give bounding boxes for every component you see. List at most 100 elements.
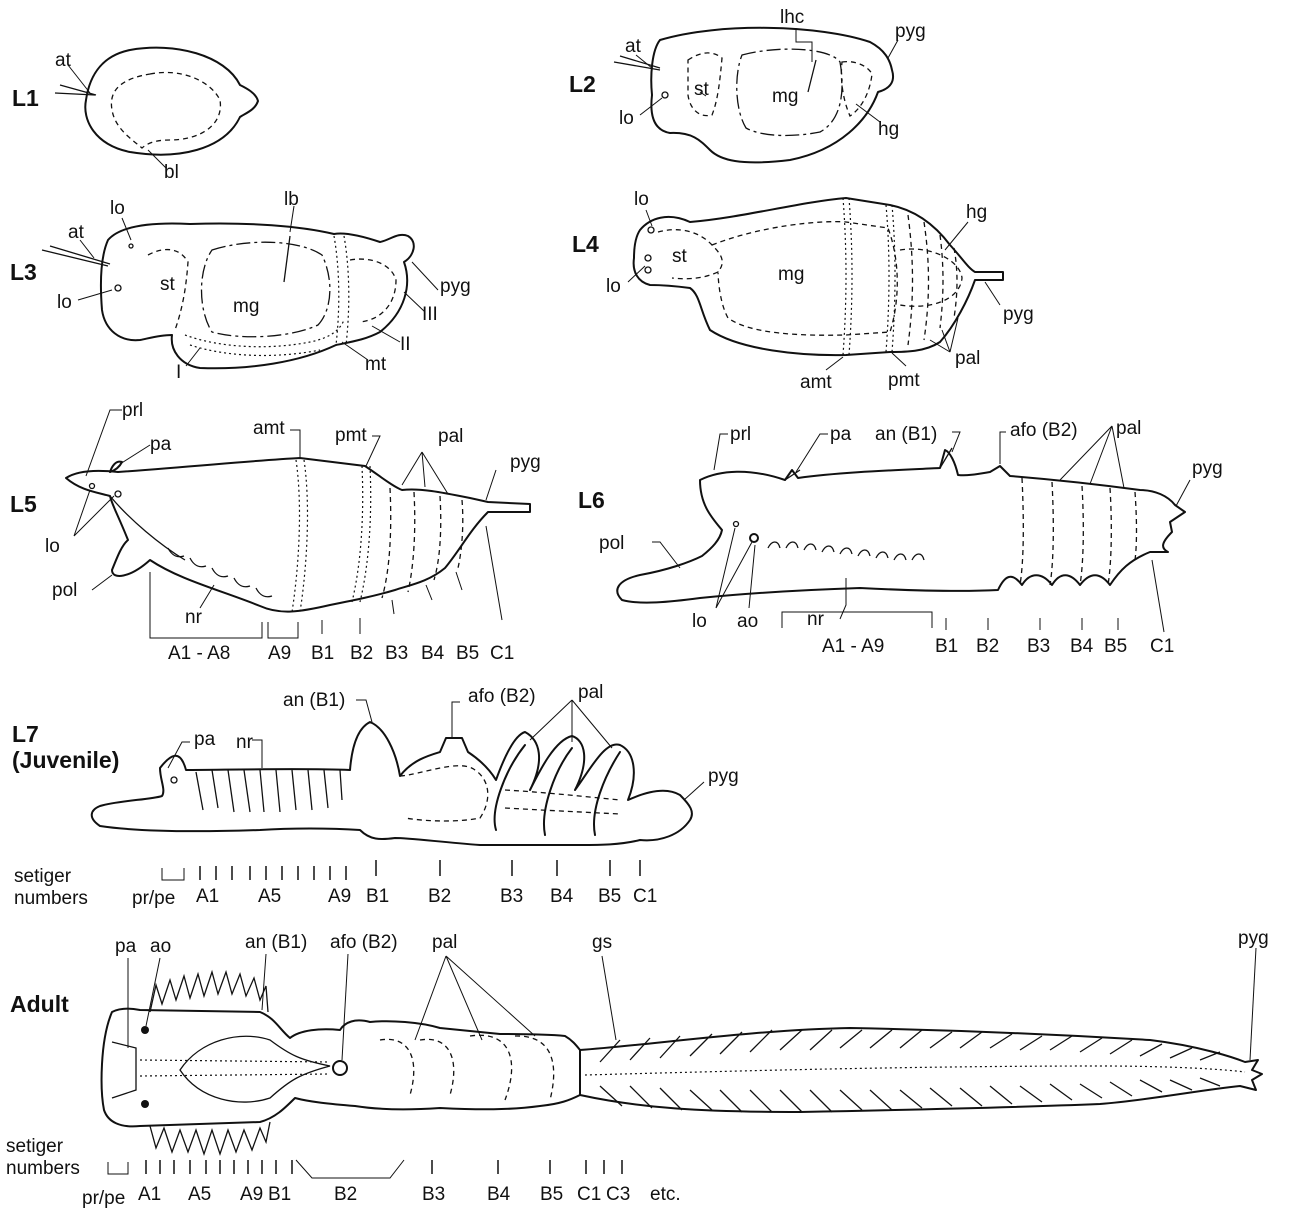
- l5-seg-A9: A9: [268, 643, 291, 664]
- l7-label-an-b1: an (B1): [283, 690, 345, 711]
- adult-leader-pyg: [1250, 948, 1256, 1060]
- l7-setiger-scale: setiger numbers pr/pe A1 A5 A9 B1 B2 B3 …: [14, 860, 657, 909]
- l2-label-at: at: [625, 36, 642, 57]
- l7-seg-B1: B1: [366, 886, 389, 907]
- adult-b2-bracket: [296, 1160, 404, 1178]
- adult-seg-B5: B5: [540, 1184, 563, 1205]
- l7-leader-pa: [168, 742, 190, 768]
- l6-larval-ocellus: [734, 522, 739, 527]
- l6-leader-pa: [796, 434, 828, 472]
- l4-label-st: st: [672, 246, 688, 267]
- l7-seg-pr-pe: pr/pe: [132, 888, 175, 909]
- l6-label-prl: prl: [730, 424, 751, 445]
- adult-seg-A5: A5: [188, 1184, 211, 1205]
- l7-leader-afo: [452, 702, 460, 738]
- l3-label-pyg: pyg: [440, 276, 471, 297]
- l5-seg-B5: B5: [456, 643, 479, 664]
- l6-adult-ocellus: [750, 534, 758, 542]
- l3-label-lo: lo: [57, 292, 72, 313]
- stage-l3: L3 at lo lo st mg lb pyg III II I mt: [10, 189, 471, 383]
- l5-seg-B1: B1: [311, 643, 334, 664]
- stage-adult: Adult pa ao an (B1) afo (B2) pal gs pyg: [10, 928, 1269, 1154]
- l7-label-pal: pal: [578, 682, 603, 703]
- l2-larval-hyaline-chaeta: [808, 60, 816, 92]
- l5-label-pyg: pyg: [510, 452, 541, 473]
- l4-larval-ocellus-1: [648, 227, 654, 233]
- stage-label-l3: L3: [10, 259, 37, 285]
- l6-seg-B3: B3: [1027, 636, 1050, 657]
- l5-label-prl: prl: [122, 400, 143, 421]
- adult-seg-B2: B2: [334, 1184, 357, 1205]
- l7-ocellus: [171, 777, 177, 783]
- l6-seg-B1: B1: [935, 636, 958, 657]
- l3-label-mt: mt: [365, 354, 387, 375]
- l6-label-afo-b2: afo (B2): [1010, 420, 1078, 441]
- l3-leader-I: [186, 348, 200, 366]
- l3-label-at: at: [68, 222, 85, 243]
- l4-leader-pyg: [985, 282, 1000, 305]
- l2-label-mg: mg: [772, 86, 798, 107]
- l3-label-lb: lb: [284, 189, 299, 210]
- adult-gut-head: [140, 1060, 330, 1076]
- l4-label-pyg: pyg: [1003, 304, 1034, 325]
- l5-label-lo: lo: [45, 536, 60, 557]
- l4-label-pmt: pmt: [888, 370, 920, 391]
- l3-larval-ocellus-dorsal: [129, 244, 133, 248]
- l6-label-pal: pal: [1116, 418, 1141, 439]
- l4-midgut: [712, 222, 897, 336]
- adult-seg-C1: C1: [577, 1184, 601, 1205]
- adult-gut-trunk: [585, 1066, 1245, 1075]
- l5-seg-C1: C1: [490, 643, 514, 664]
- l6-leader-afo: [1000, 432, 1006, 464]
- l5-leader-pyg: [486, 470, 496, 500]
- adult-setiger-ticks: [146, 1160, 622, 1174]
- l2-larval-ocellus: [662, 92, 668, 98]
- l5-label-pol: pol: [52, 580, 77, 601]
- stage-l1: L1 at bl: [12, 48, 258, 183]
- l2-label-pyg: pyg: [895, 21, 926, 42]
- stage-label-juvenile: (Juvenile): [12, 747, 119, 773]
- l7-seg-A5: A5: [258, 886, 281, 907]
- l3-metatroch: [334, 236, 349, 345]
- l4-hindgut: [900, 249, 962, 306]
- l4-larval-ocellus-3: [645, 267, 651, 273]
- l7-seg-B3: B3: [500, 886, 523, 907]
- l6-leader-nr: [840, 578, 846, 619]
- l5-segment-ticks: [322, 526, 502, 634]
- l7-parapodial-lobes: [495, 745, 620, 835]
- l6-palp: [785, 448, 952, 480]
- adult-prostomium-lines: [112, 1042, 136, 1098]
- l7-parapodia-lines: [505, 790, 620, 814]
- l7-leader-pyg: [684, 782, 704, 800]
- l7-seg-A9: A9: [328, 886, 351, 907]
- adult-pharynx: [180, 1036, 330, 1102]
- l6-leader-ao: [749, 545, 755, 608]
- stage-label-l7: L7: [12, 721, 39, 747]
- l5-palp: [110, 462, 122, 472]
- adult-chaetae-upper: [600, 1030, 1220, 1062]
- l3-midgut: [202, 242, 330, 337]
- adult-numbers-word: numbers: [6, 1158, 80, 1179]
- l7-leader-pal: [530, 700, 612, 748]
- l5-seg-B3: B3: [385, 643, 408, 664]
- l3-label-mg: mg: [233, 296, 259, 317]
- adult-ocellus-ventral: [141, 1100, 149, 1108]
- l3-label-st: st: [160, 274, 176, 295]
- l6-seg-A1-A9: A1 - A9: [822, 636, 884, 657]
- l7-leader-nr: [252, 740, 262, 768]
- adult-label-pyg: pyg: [1238, 928, 1269, 949]
- adult-leader-pal: [415, 956, 535, 1040]
- adult-head-outline: [102, 1009, 580, 1127]
- l3-label-III: III: [422, 304, 438, 325]
- adult-seg-pr-pe: pr/pe: [82, 1188, 125, 1209]
- adult-seg-C3: C3: [606, 1184, 630, 1205]
- l3-leader-pyg: [412, 262, 438, 290]
- l3-label-lo-top: lo: [110, 198, 125, 219]
- l1-inner-outline: [111, 72, 220, 148]
- l6-leader-pol: [652, 542, 680, 568]
- adult-label-pal: pal: [432, 932, 457, 953]
- l3-label-II: II: [400, 334, 411, 355]
- l6-neuropodial-ridge: [768, 542, 924, 560]
- l5-bracket-A9: [268, 622, 298, 638]
- l7-label-pyg: pyg: [708, 766, 739, 787]
